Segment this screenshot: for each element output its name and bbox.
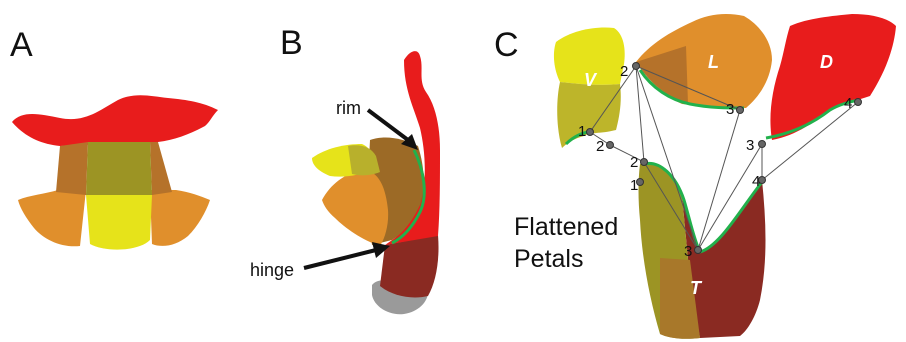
petal-d — [770, 14, 896, 140]
panel-c: C V L D T — [494, 14, 896, 339]
panel-b-hinge-callout: hinge — [250, 260, 294, 280]
panel-b: B rim hinge — [250, 24, 440, 314]
point-label: 1 — [630, 177, 638, 194]
panel-b-hinge-arrow — [304, 250, 376, 268]
point-label: 1 — [578, 123, 586, 140]
panel-b-label: B — [280, 24, 303, 62]
panel-a-column-center — [86, 142, 152, 195]
panel-a-label: A — [10, 26, 33, 64]
panel-b-rim-callout: rim — [336, 98, 361, 118]
panel-b-orange-petal — [322, 170, 388, 246]
panel-a-column-left — [56, 142, 88, 195]
caption-petals: Petals — [514, 245, 583, 273]
point-label: 4 — [844, 95, 852, 112]
panel-a-right-petal — [150, 190, 210, 246]
petal-d-label: D — [820, 52, 833, 72]
caption-flattened: Flattened — [514, 213, 618, 241]
panel-a: A — [10, 26, 218, 250]
point-label: 2 — [630, 154, 638, 171]
point-label: 4 — [752, 173, 760, 190]
point-label: 2 — [620, 63, 628, 80]
petal-v-label: V — [584, 70, 598, 90]
point-label: 3 — [726, 101, 734, 118]
panel-a-column-right — [150, 142, 172, 195]
point-label: 3 — [684, 243, 692, 260]
panel-a-left-petal — [18, 190, 86, 246]
panel-a-red-petal — [12, 95, 218, 146]
panel-c-label: C — [494, 26, 519, 64]
petal-v-lower — [557, 82, 621, 148]
panel-b-dark-tube — [380, 235, 439, 298]
petal-l-label: L — [708, 52, 719, 72]
point-label: 2 — [596, 138, 604, 155]
panel-a-yellow-petal — [86, 195, 152, 250]
panel-b-rim-arrow — [368, 110, 408, 140]
point-label: 3 — [746, 137, 754, 154]
